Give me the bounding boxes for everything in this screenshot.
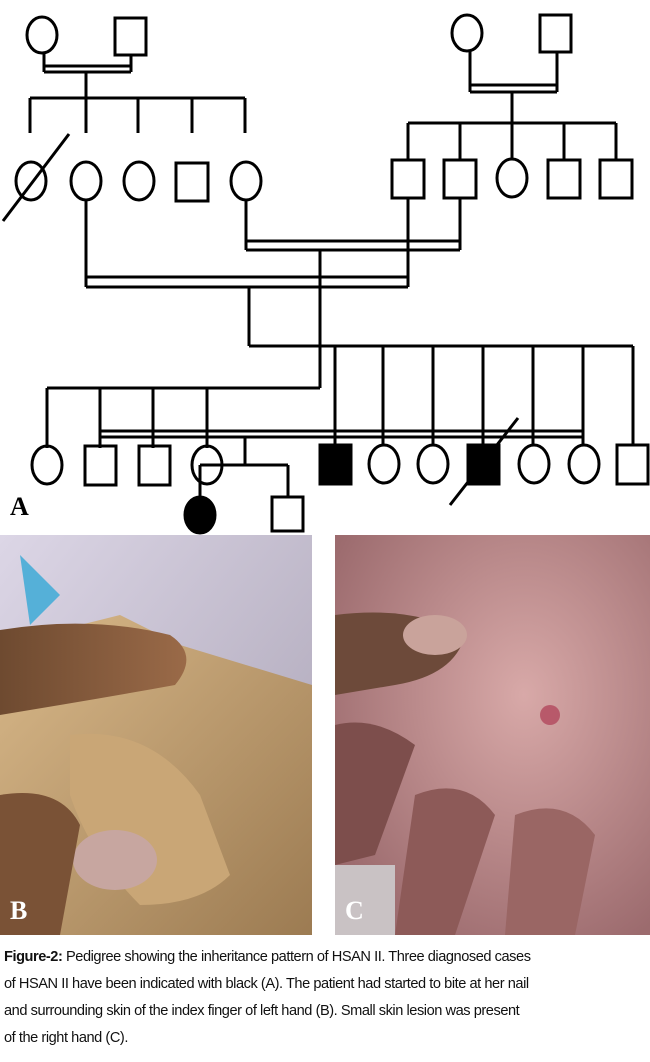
deceased-slash — [1, 133, 71, 222]
female-symbol — [567, 443, 601, 485]
panel-label-b: B — [10, 896, 28, 925]
panel-label-c: C — [345, 896, 364, 925]
affected-male-symbol — [318, 443, 353, 486]
female-symbol — [495, 157, 529, 199]
male-symbol — [598, 158, 634, 200]
marriage-line — [84, 198, 633, 348]
marriage-line — [28, 54, 247, 133]
pedigree-generation-iv — [0, 0, 650, 535]
female-symbol — [30, 444, 64, 486]
caption-line: of the right hand (C). — [4, 1030, 128, 1046]
female-symbol — [25, 15, 59, 55]
male-symbol — [270, 495, 305, 533]
female-symbol — [367, 443, 401, 485]
male-symbol — [174, 161, 210, 203]
marriage-line — [98, 395, 585, 497]
affected-female-symbol — [183, 495, 217, 535]
female-symbol — [122, 160, 156, 202]
marriage-line — [406, 51, 618, 160]
female-symbol — [450, 13, 484, 53]
male-symbol — [546, 158, 582, 200]
female-deceased-symbol — [14, 160, 48, 202]
male-symbol — [83, 444, 118, 487]
marriage-line — [47, 198, 462, 390]
photo-left-hand-finger — [0, 535, 312, 935]
pedigree-chart — [1, 13, 650, 535]
male-symbol — [137, 444, 172, 487]
caption-title: Figure-2: — [4, 949, 63, 965]
panel-label-a: A — [10, 492, 29, 521]
male-symbol — [615, 443, 650, 486]
photo-right-hand-palm — [335, 535, 650, 935]
caption-line: and surrounding skin of the index finger… — [4, 1003, 520, 1019]
figure-caption: Figure-2: Pedigree showing the inheritan… — [4, 944, 648, 1052]
caption-line: Pedigree showing the inheritance pattern… — [62, 949, 531, 965]
caption-line: of HSAN II have been indicated with blac… — [4, 976, 529, 992]
female-symbol — [416, 443, 450, 485]
female-symbol — [517, 443, 551, 485]
